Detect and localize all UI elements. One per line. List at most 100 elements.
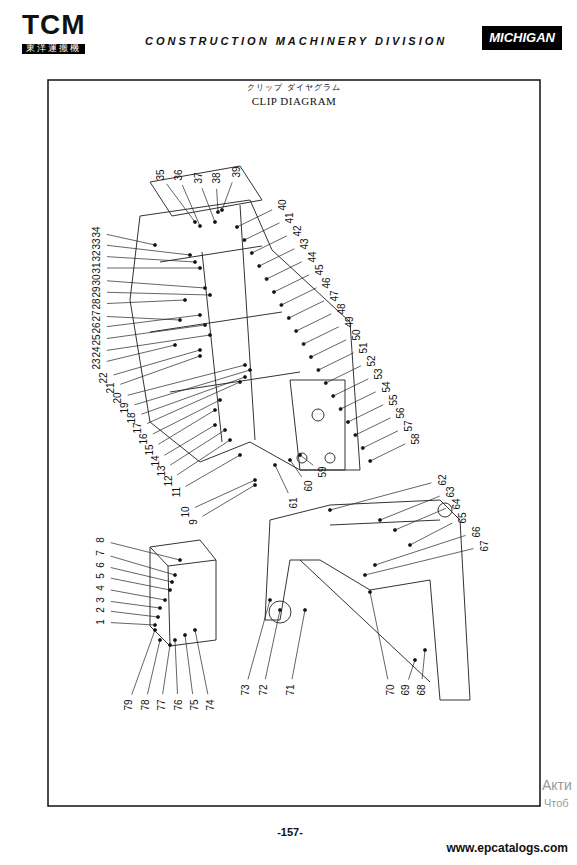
callout-number: 28 bbox=[91, 298, 102, 309]
clip-point bbox=[178, 558, 181, 561]
clip-point bbox=[317, 368, 320, 371]
callout-number: 71 bbox=[285, 684, 296, 695]
clip-point bbox=[153, 623, 156, 626]
callout-number: 65 bbox=[457, 512, 468, 523]
callout-number: 5 bbox=[95, 573, 106, 579]
leader-line bbox=[363, 431, 398, 448]
clip-point bbox=[193, 220, 196, 223]
leader-line bbox=[395, 508, 446, 530]
callout-number: 49 bbox=[343, 316, 354, 327]
callout-number: 60 bbox=[303, 480, 314, 491]
leader-line bbox=[265, 610, 280, 679]
callout-number: 46 bbox=[321, 277, 332, 288]
callout-number: 73 bbox=[240, 684, 251, 695]
leader-line bbox=[296, 314, 331, 331]
callout-number: 40 bbox=[277, 199, 288, 210]
callout-number: 62 bbox=[437, 474, 448, 485]
clip-point bbox=[287, 316, 290, 319]
leader-line bbox=[348, 405, 383, 422]
callout-number: 29 bbox=[91, 286, 102, 297]
leader-line bbox=[114, 350, 200, 375]
leader-line bbox=[111, 623, 155, 625]
clip-point bbox=[265, 277, 268, 280]
leader-line bbox=[177, 440, 230, 475]
callout-number: 45 bbox=[314, 264, 325, 275]
clip-point bbox=[253, 478, 256, 481]
leader-line bbox=[217, 189, 218, 212]
watermark: Акти bbox=[542, 778, 572, 793]
leader-line bbox=[267, 262, 302, 279]
callout-number: 70 bbox=[385, 684, 396, 695]
callout-number: 13 bbox=[156, 465, 167, 476]
clip-point bbox=[413, 658, 416, 661]
leader-line bbox=[259, 249, 294, 266]
boom-arm bbox=[265, 500, 470, 700]
callout-number: 53 bbox=[373, 368, 384, 379]
clip-point bbox=[369, 459, 372, 462]
leader-line bbox=[167, 184, 195, 222]
clip-point bbox=[216, 210, 219, 213]
leader-line bbox=[107, 281, 205, 288]
callout-number: 72 bbox=[258, 684, 269, 695]
callout-number: 74 bbox=[205, 699, 216, 710]
leader-line bbox=[375, 535, 466, 565]
leader-line bbox=[147, 640, 160, 694]
clip-point bbox=[198, 313, 201, 316]
clip-point bbox=[208, 293, 211, 296]
leader-line bbox=[289, 301, 324, 318]
leader-line bbox=[186, 455, 240, 486]
clip-point bbox=[288, 458, 291, 461]
callout-number: 12 bbox=[163, 475, 174, 486]
clip-point bbox=[302, 342, 305, 345]
clip-point bbox=[198, 348, 201, 351]
clip-point bbox=[223, 428, 226, 431]
brand-badge: MICHIGAN bbox=[482, 26, 562, 50]
callout-number: 38 bbox=[211, 172, 222, 183]
callout-number: 17 bbox=[132, 422, 143, 433]
clip-point bbox=[248, 368, 251, 371]
leader-line bbox=[153, 400, 220, 434]
callout-number: 37 bbox=[193, 172, 204, 183]
clip-point bbox=[324, 381, 327, 384]
tank-box bbox=[150, 540, 216, 646]
leader-line bbox=[111, 611, 158, 617]
watermark: Чтоб bbox=[544, 797, 569, 809]
leader-line bbox=[292, 610, 305, 679]
leader-line bbox=[111, 556, 175, 575]
callout-number: 63 bbox=[445, 486, 456, 497]
diagram-title: CLIP DIAGRAM bbox=[252, 95, 337, 107]
clip-point bbox=[153, 628, 156, 631]
leader-line bbox=[333, 379, 368, 396]
callout-number: 61 bbox=[288, 497, 299, 508]
leader-line bbox=[370, 592, 388, 679]
leader-line bbox=[107, 268, 200, 269]
clip-point bbox=[238, 453, 241, 456]
callout-number: 52 bbox=[365, 355, 376, 366]
clip-point bbox=[168, 588, 171, 591]
callout-number: 7 bbox=[95, 550, 106, 556]
clip-point bbox=[272, 290, 275, 293]
clip-point bbox=[228, 438, 231, 441]
callout-number: 32 bbox=[91, 250, 102, 261]
callout-number: 16 bbox=[138, 433, 149, 444]
callout-number: 68 bbox=[416, 684, 427, 695]
callout-number: 58 bbox=[410, 433, 421, 444]
callout-number: 51 bbox=[358, 342, 369, 353]
watermark-url: www.epcatalogs.com bbox=[446, 842, 568, 855]
callout-number: 11 bbox=[171, 487, 182, 497]
clip-point bbox=[183, 298, 186, 301]
clip-point bbox=[378, 518, 381, 521]
leader-line bbox=[365, 549, 473, 575]
clip-point bbox=[173, 343, 176, 346]
clip-point bbox=[158, 606, 161, 609]
leader-line bbox=[111, 578, 170, 590]
callout-number: 25 bbox=[91, 334, 102, 345]
leader-line bbox=[185, 635, 193, 694]
clip-point bbox=[280, 303, 283, 306]
clip-point bbox=[354, 433, 357, 436]
leader-line bbox=[111, 601, 160, 608]
clip-point bbox=[188, 253, 191, 256]
callout-number: 27 bbox=[91, 310, 102, 321]
callout-number: 19 bbox=[119, 402, 130, 413]
